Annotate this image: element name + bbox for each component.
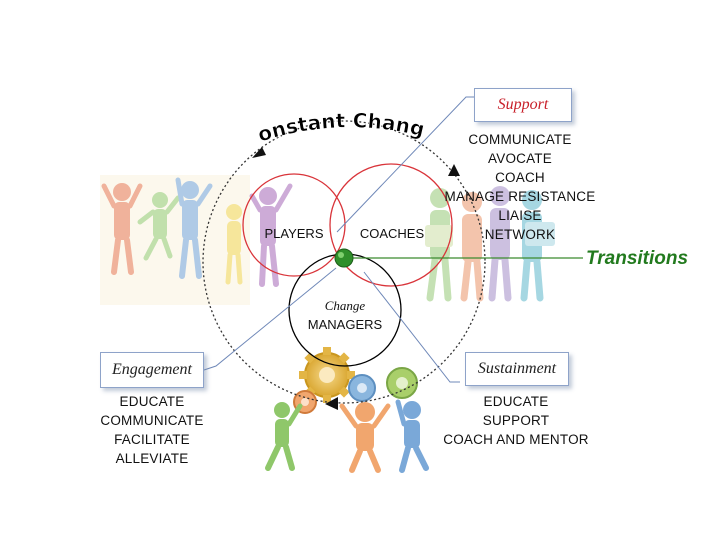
engagement-item: EDUCATE (119, 394, 185, 409)
support-list: COMMUNICATE AVOCATE COACH MANAGE RESISTA… (440, 130, 600, 244)
engagement-item: ALLEVIATE (115, 451, 189, 466)
managers-label: MANAGERS (307, 317, 383, 332)
support-item: COMMUNICATE (468, 132, 572, 147)
transitions-node-icon (334, 248, 354, 268)
callout-connectors (203, 96, 474, 383)
engagement-item: COMMUNICATE (100, 413, 204, 428)
engagement-item: FACILITATE (114, 432, 190, 447)
svg-text:Constant Change: Constant Change (250, 108, 427, 147)
constant-change-title: Constant Change (250, 108, 427, 147)
gears-team-illustration (265, 347, 429, 473)
support-item: AVOCATE (488, 151, 552, 166)
players-circle (242, 173, 346, 277)
support-item: COACH (495, 170, 545, 185)
sustainment-callout-label: Sustainment (477, 360, 557, 377)
engagement-callout-label: Engagement (112, 361, 192, 378)
sustainment-item: EDUCATE (483, 394, 549, 409)
cycle-arrowhead-right (448, 164, 460, 176)
support-callout: Support (474, 88, 572, 122)
puzzle-team-illustration (425, 186, 555, 302)
support-item: LIAISE (498, 208, 542, 223)
cycle-arrowhead-bottom (325, 397, 338, 410)
cycle-arrowhead-top-left (252, 147, 266, 158)
support-item: NETWORK (484, 227, 556, 242)
players-label: PLAYERS (264, 226, 324, 241)
cheering-people-illustration (100, 175, 293, 305)
coaches-circle (329, 163, 453, 287)
constant-change-title-text: Constant Change (250, 108, 427, 147)
transitions-label: Transitions (586, 248, 689, 269)
engagement-callout: Engagement (100, 352, 204, 388)
sustainment-list: EDUCATE SUPPORT COACH AND MENTOR (436, 392, 596, 449)
sustainment-item: SUPPORT (482, 413, 550, 428)
engagement-list: EDUCATE COMMUNICATE FACILITATE ALLEVIATE (86, 392, 218, 468)
coaches-label: COACHES (359, 226, 425, 241)
sustainment-item: COACH AND MENTOR (443, 432, 589, 447)
change-label: Change (324, 298, 366, 313)
sustainment-callout: Sustainment (465, 352, 569, 386)
support-callout-label: Support (497, 96, 549, 113)
constant-change-cycle (202, 120, 486, 404)
support-item: MANAGE RESISTANCE (444, 189, 596, 204)
